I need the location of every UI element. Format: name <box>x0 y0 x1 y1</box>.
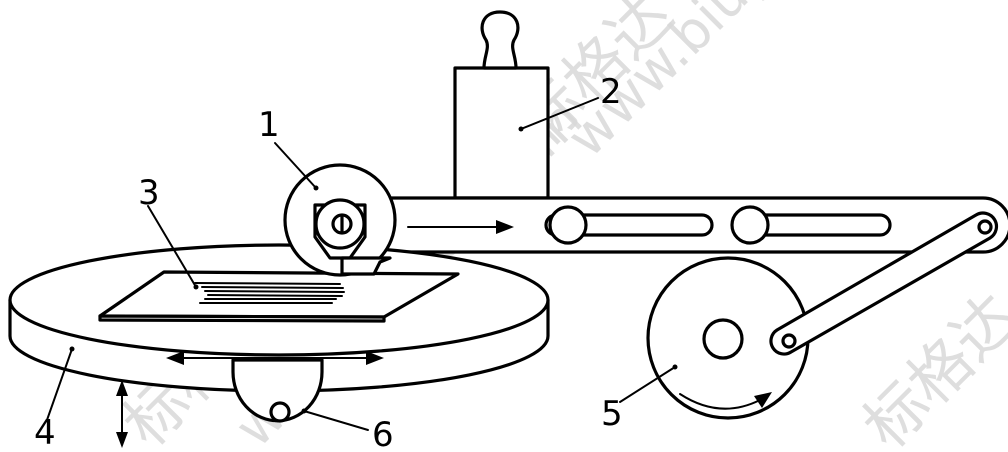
leader-line-4 <box>46 348 73 421</box>
lever-arm <box>313 196 1008 254</box>
drive-wheel-hub <box>702 318 744 360</box>
abrasive-wheel-part-1 <box>283 163 397 277</box>
label-part-6: 6 <box>372 415 394 452</box>
arm-slot-left <box>544 213 714 237</box>
vertical-arrow-head-down <box>116 432 128 448</box>
arm-slider-pin-right <box>730 205 770 245</box>
leader-line-2 <box>520 97 599 130</box>
turntable-arrow-head-left <box>166 351 184 365</box>
weight-block <box>453 66 550 200</box>
drive-rotation-arrow-line <box>679 393 761 410</box>
specimen-part-3 <box>98 270 460 323</box>
leader-line-6 <box>303 410 369 431</box>
weight-part-2 <box>453 10 550 200</box>
label-part-2: 2 <box>600 72 622 112</box>
drive-wheel-part-5 <box>646 211 998 420</box>
label-part-4: 4 <box>34 413 56 452</box>
cam-part-6 <box>116 358 324 448</box>
label-part-3: 3 <box>138 173 160 213</box>
label-part-1: 1 <box>258 105 280 145</box>
arm-slider-pin-left <box>548 205 588 245</box>
specimen-sheet-edge <box>98 314 386 323</box>
label-part-5: 5 <box>601 394 623 434</box>
rod-pivot-low <box>781 333 797 349</box>
specimen-abrasion-lines <box>194 282 345 304</box>
rod-pivot-high <box>977 219 993 235</box>
weight-knob <box>480 10 520 70</box>
part-labels: 1 2 3 4 5 6 <box>34 72 623 452</box>
arm-direction-arrow-head <box>496 220 514 234</box>
cam-hub <box>269 401 291 423</box>
drive-rotation-arrow-head <box>754 392 772 408</box>
connecting-rod <box>769 211 998 356</box>
vertical-arrow-head-up <box>116 380 128 396</box>
leader-line-3 <box>147 205 197 288</box>
leader-line-5 <box>619 366 676 403</box>
leader-lines <box>46 97 678 431</box>
leader-line-1 <box>274 142 317 189</box>
turntable-arrow-head-right <box>366 351 384 365</box>
wheel-contact-tip <box>340 256 392 276</box>
